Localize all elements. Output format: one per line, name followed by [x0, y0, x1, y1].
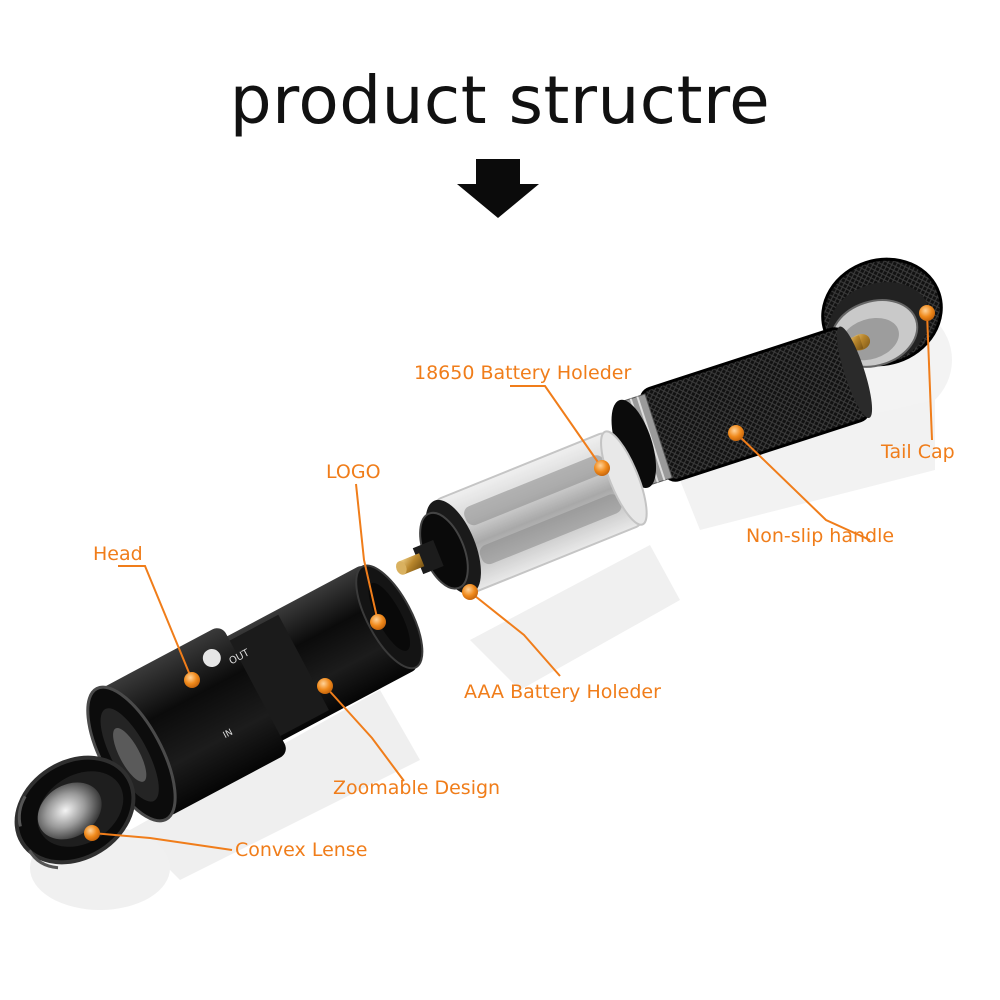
battery-holder-part	[395, 430, 680, 690]
head-part: OUT IN	[86, 564, 424, 880]
lens-ring-part	[14, 755, 170, 910]
label-aaa-battery-holder: AAA Battery Holeder	[464, 681, 661, 703]
leader-18650	[510, 385, 603, 469]
callout-dot-head	[184, 672, 200, 688]
label-convex-lense: Convex Lense	[235, 839, 368, 861]
label-head: Head	[93, 543, 143, 565]
callout-dot-logo	[370, 614, 386, 630]
label-logo: LOGO	[326, 461, 381, 483]
callout-dot-handle	[728, 425, 744, 441]
label-18650-battery-holder: 18650 Battery Holeder	[414, 362, 632, 384]
callout-dot-lens	[84, 825, 100, 841]
down-arrow-icon	[457, 159, 539, 218]
label-non-slip-handle: Non-slip handle	[746, 525, 895, 547]
page-title: product structre	[229, 62, 771, 139]
leader-logo	[355, 483, 379, 623]
callout-dot-18650	[594, 460, 610, 476]
label-zoomable-design: Zoomable Design	[333, 777, 501, 799]
leader-zoom	[324, 685, 405, 782]
callout-dot-zoom	[317, 678, 333, 694]
leader-head	[118, 565, 193, 681]
leader-lens	[91, 832, 233, 851]
leader-handle	[735, 432, 871, 541]
label-tail-cap: Tail Cap	[881, 441, 955, 463]
leader-aaa	[469, 591, 561, 677]
callout-dot-tail-cap	[919, 305, 935, 321]
leader-tail-cap	[926, 312, 933, 441]
handle-part	[611, 326, 935, 530]
callout-dot-aaa	[462, 584, 478, 600]
svg-text:IN: IN	[222, 728, 235, 741]
